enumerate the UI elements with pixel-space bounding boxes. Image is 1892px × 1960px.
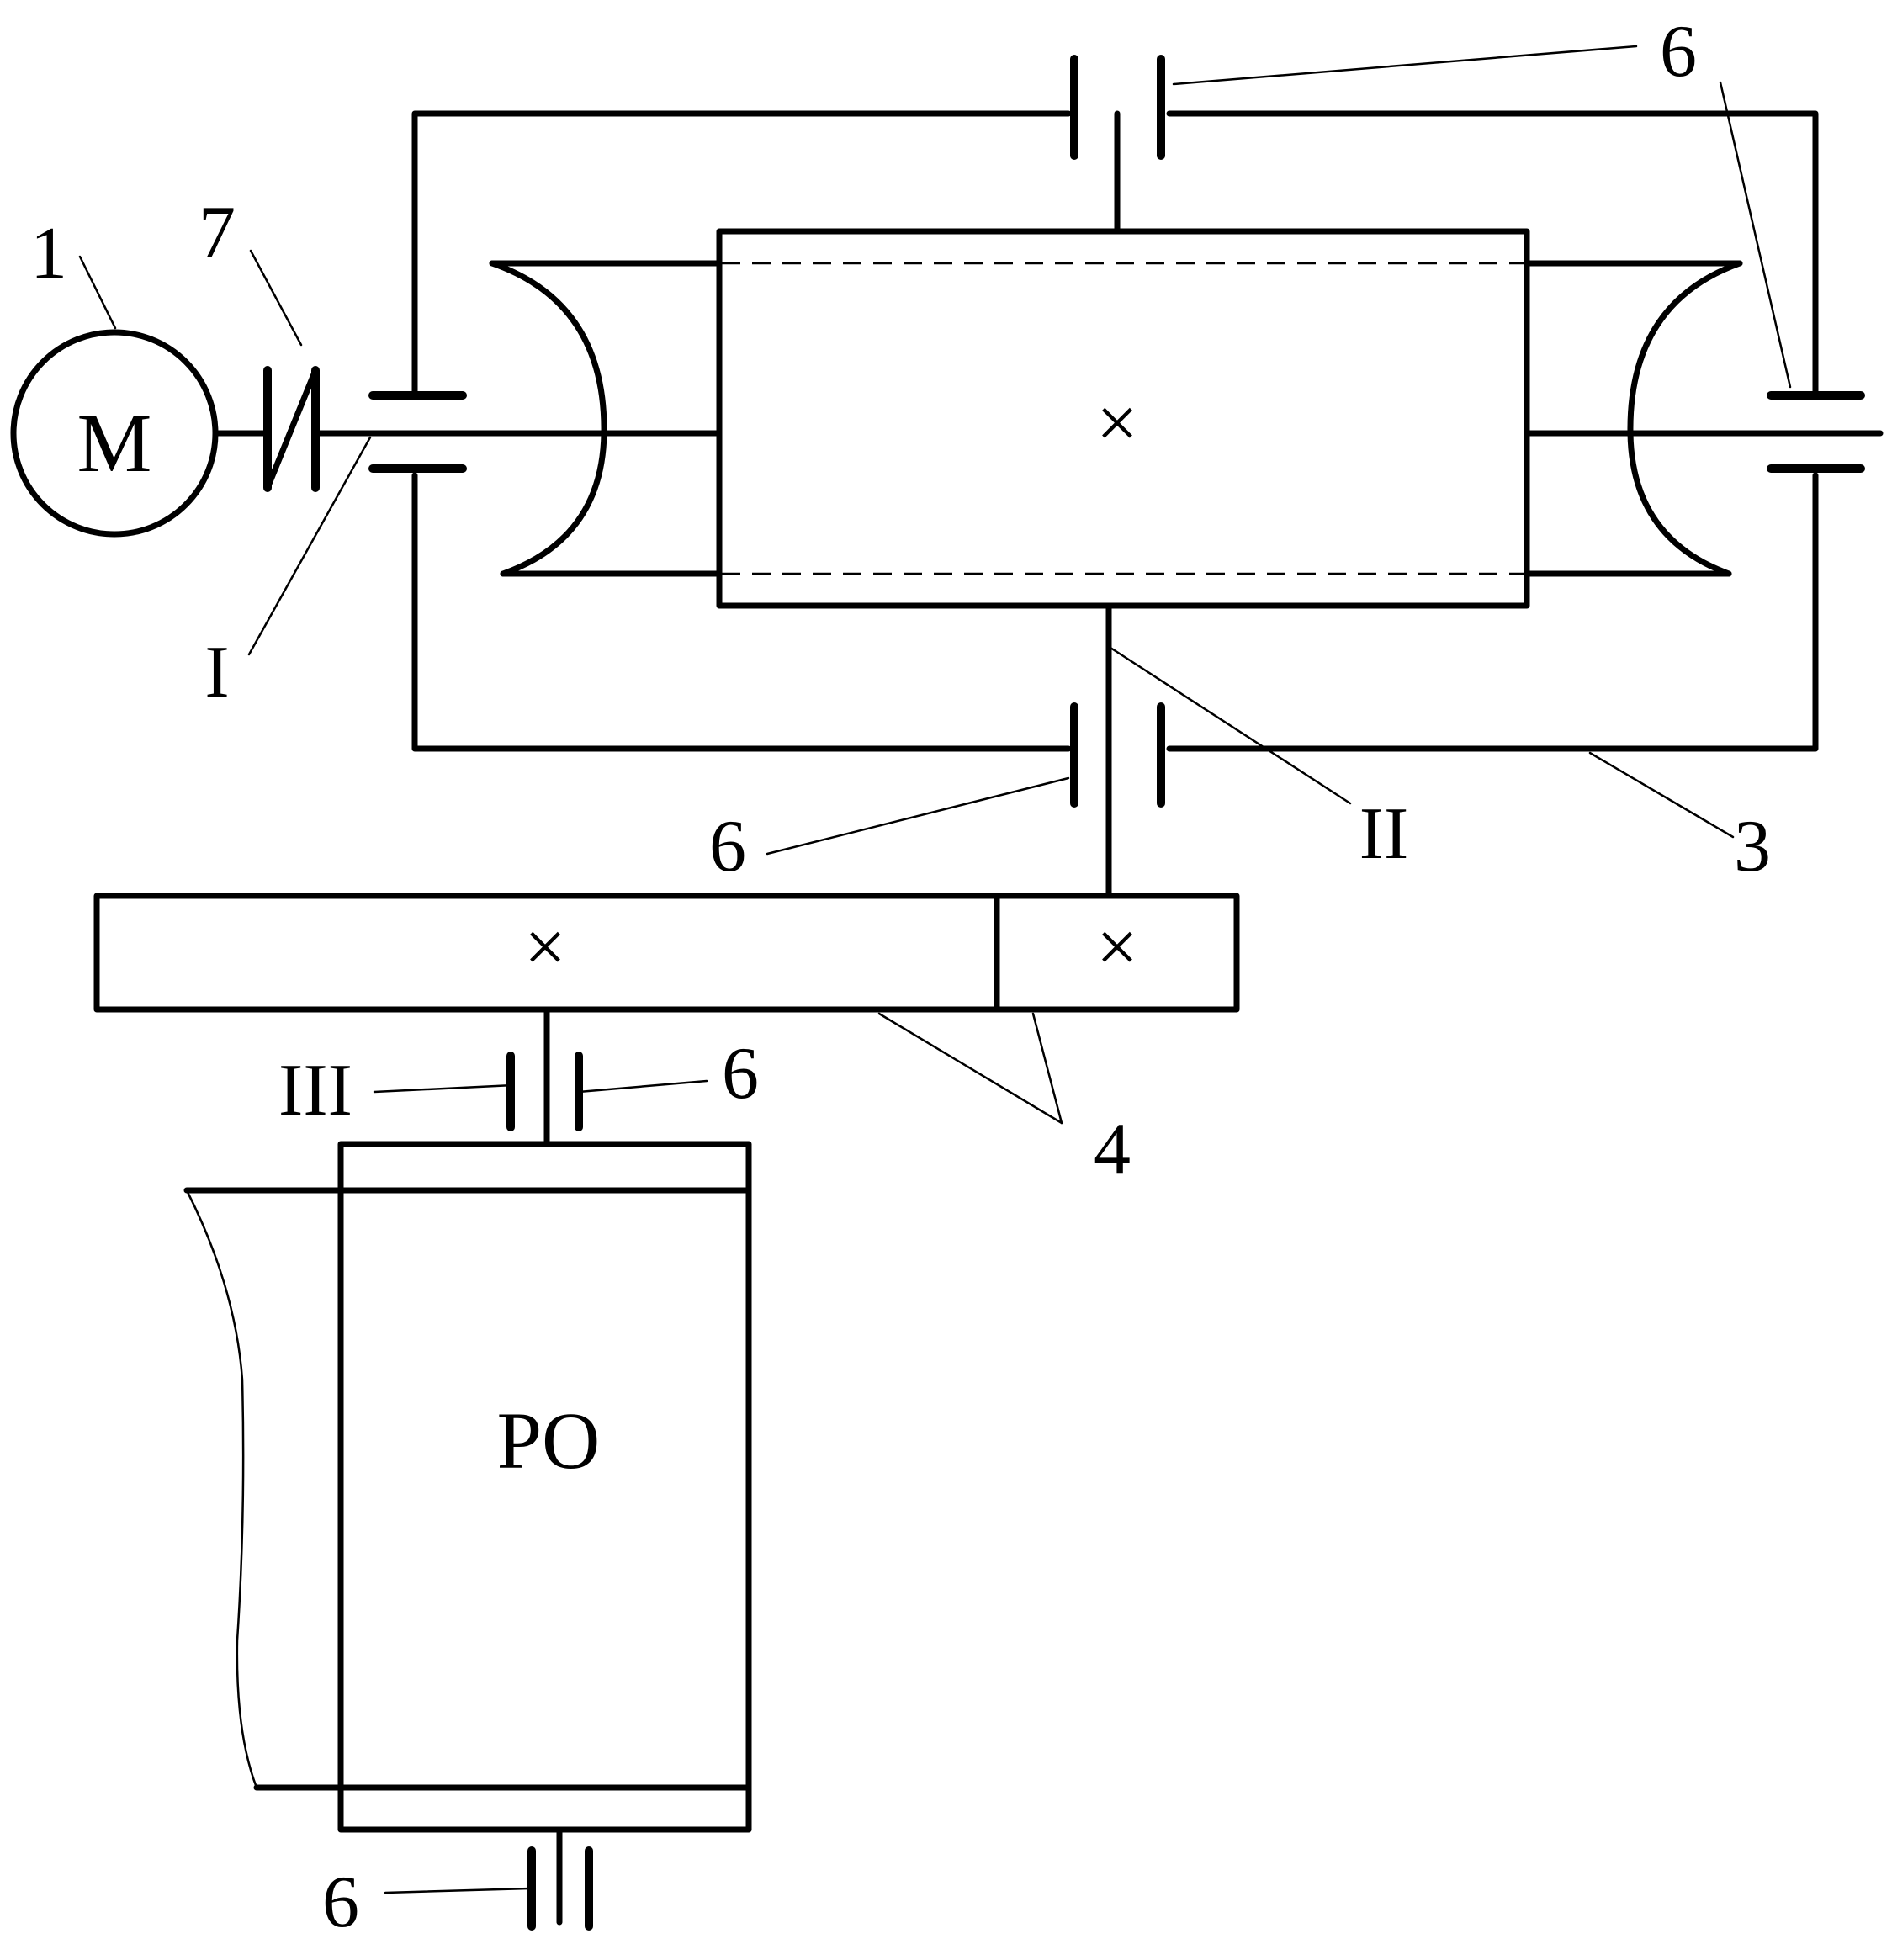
worm-wheel: × [716,228,1530,609]
worm-wheel-mark: × [1096,383,1138,464]
worm-wheel-body [716,228,1530,609]
callout-housing: 3 [1734,806,1771,887]
gear-pair-body [93,893,1240,1013]
gear-large-mark: × [524,907,566,988]
callout-bearing-shaft3: 6 [722,1033,759,1115]
leader-bearing-shaft3 [577,1079,708,1094]
housing-top-right [1166,110,1819,395]
leader-shaft-2 [1109,646,1352,805]
leader-shaft-1 [247,436,372,656]
gear-small-mark: × [1096,907,1138,988]
motor-symbol: M [77,396,152,490]
bearing-top [1070,55,1165,160]
leader-shaft-3 [373,1083,515,1094]
bearing-left [368,391,467,473]
leader-bearing-bottom [384,1887,532,1894]
housing [411,110,1819,752]
leader-motor [78,255,117,330]
bearing-bottom [527,1846,593,1931]
gear-pair: × × [93,893,1240,1013]
leader-bearing-right [1719,81,1792,389]
callout-bearing-bottom: 6 [322,1862,359,1943]
leader-clutch [249,249,303,347]
callout-bearing-middle: 6 [709,806,746,887]
housing-bottom-right [1166,472,1819,752]
callout-bearing-top: 6 [1660,11,1697,93]
motor: M [10,329,219,538]
label-shaft-3: III [278,1050,352,1131]
worm-right-arc [1627,260,1743,577]
label-shaft-2: II [1359,793,1409,875]
worm-right [1524,260,1884,577]
bearing-right [1767,391,1865,473]
clutch [263,366,320,492]
working-body-break-line [185,1189,258,1789]
housing-top-left [411,110,1072,395]
worm-left-arc [489,260,607,577]
working-body: PO [183,1141,752,1833]
working-body-frame [337,1141,752,1833]
housing-bottom-left [411,472,1072,752]
worm-left [489,260,723,577]
leader-gear-large [877,1012,1063,1125]
clutch-diagonal [264,367,319,491]
label-shaft-1: I [204,632,229,713]
working-body-label: PO [497,1396,601,1486]
bearing-middle [1070,702,1165,808]
leader-lines [78,45,1792,1894]
leader-bearing-middle [766,776,1070,856]
callout-gear-pair: 4 [1094,1109,1131,1190]
leader-bearing-top [1172,45,1638,86]
callout-clutch: 7 [199,192,236,273]
leader-housing [1588,751,1735,839]
leader-gear-small [1031,1012,1063,1125]
callout-motor: 1 [30,213,67,294]
